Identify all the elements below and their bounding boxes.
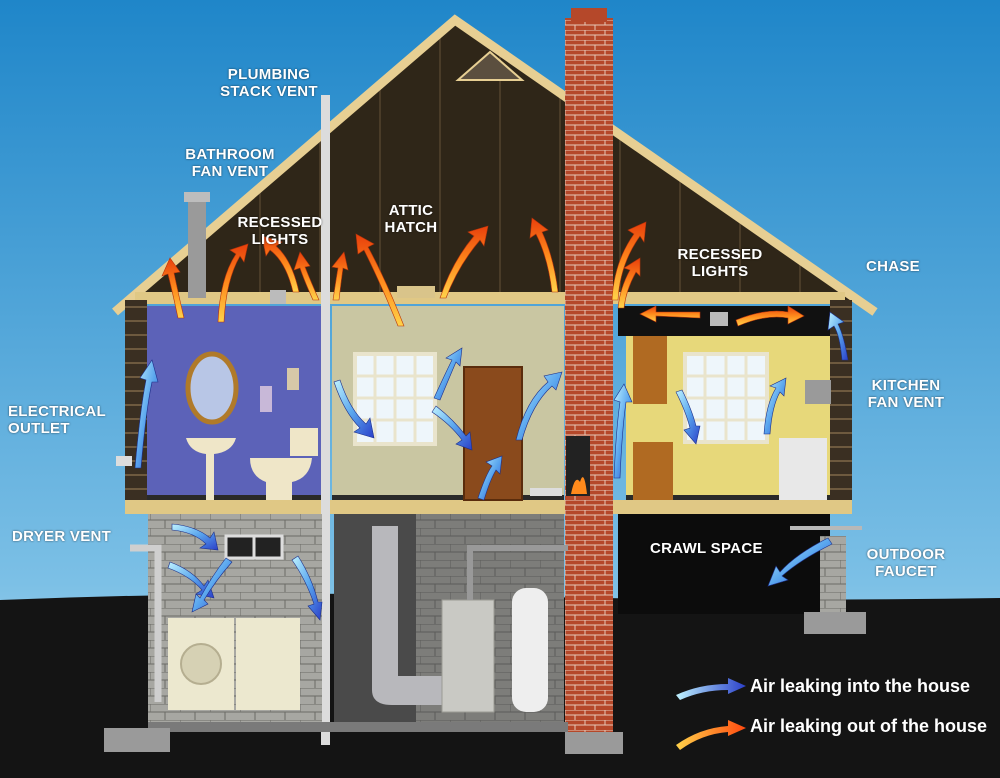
air-out-arrow: [355, 233, 405, 327]
air-out-arrow: [439, 225, 489, 299]
air-in-arrow: [675, 389, 701, 445]
air-out-arrow: [611, 221, 647, 301]
bathroom-fan-cap: [184, 192, 210, 202]
air-out-arrow: [529, 217, 559, 293]
range-hood: [805, 380, 831, 404]
plumbing-stack-pipe: [321, 95, 330, 745]
front-door: [463, 366, 523, 501]
crawl-footing: [804, 612, 866, 634]
water-heater: [512, 588, 548, 712]
attic-floor: [135, 292, 845, 304]
recessed-light-left: [270, 290, 286, 304]
air-out-arrows: [161, 217, 805, 327]
air-in-arrow: [763, 377, 787, 435]
mirror: [185, 351, 239, 425]
fire: [571, 477, 587, 494]
crawl-pier: [820, 536, 846, 616]
air-in-arrow: [515, 371, 563, 441]
baseboard-heater: [530, 488, 562, 496]
air-out-arrow: [161, 257, 185, 319]
air-out-arrow: [735, 305, 805, 327]
legend-air-out-label: Air leaking out of the house: [750, 716, 988, 736]
air-in-arrow: [767, 537, 833, 587]
picture-frame: [260, 386, 272, 412]
stove: [779, 438, 827, 500]
gas-line: [467, 545, 568, 600]
air-in-arrow: [134, 359, 159, 469]
air-in-arrows: [134, 311, 849, 621]
roof-trim: [112, 14, 878, 316]
chimney: [565, 18, 613, 736]
air-in-arrow: [333, 379, 375, 439]
foundation-chimney: [565, 732, 623, 754]
upper-cabinet: [633, 336, 667, 404]
air-out-arrow: [331, 251, 349, 301]
air-in-arrow: [477, 455, 503, 501]
air-in-arrow: [291, 555, 323, 621]
bathroom-fan-duct: [188, 200, 206, 298]
air-in-arrow: [433, 347, 463, 401]
washer: [236, 618, 300, 710]
attic-hatch-panel: [397, 286, 435, 298]
dryer-vent-pipe: [130, 544, 162, 702]
label-dryer-vent: DRYER VENT: [12, 528, 112, 545]
legend-air-out-arrow: [676, 720, 746, 750]
air-out-arrow: [617, 257, 641, 309]
legend-air-in-arrow: [676, 678, 746, 700]
pedestal-sink: [186, 438, 236, 500]
attic: [125, 22, 860, 300]
gable-vent: [455, 50, 525, 81]
electrical-outlet: [116, 456, 132, 466]
chimney-cap: [571, 8, 607, 22]
air-out-arrow: [261, 235, 300, 293]
air-in-arrow: [191, 557, 233, 613]
air-out-arrow: [639, 305, 701, 323]
basement-floor: [148, 722, 568, 732]
air-out-arrow: [217, 243, 249, 323]
hvac-duct: [372, 526, 442, 705]
legend-air-in-label: Air leaking into the house: [750, 676, 971, 696]
toilet: [250, 428, 318, 500]
furnace: [441, 599, 495, 713]
air-in-arrow: [431, 405, 473, 451]
air-in-arrow: [171, 523, 219, 551]
foundation-left: [104, 728, 170, 752]
picture-frame-2: [287, 368, 299, 390]
main-floor-band: [125, 500, 852, 514]
recessed-light-right: [710, 312, 728, 326]
label-crawl-space: CRAWL SPACE: [650, 540, 763, 557]
air-in-arrow: [827, 311, 849, 361]
air-out-arrow: [293, 251, 320, 301]
lower-cabinet: [633, 442, 673, 500]
label-chase: CHASE: [865, 258, 920, 275]
air-in-arrow: [613, 383, 633, 479]
